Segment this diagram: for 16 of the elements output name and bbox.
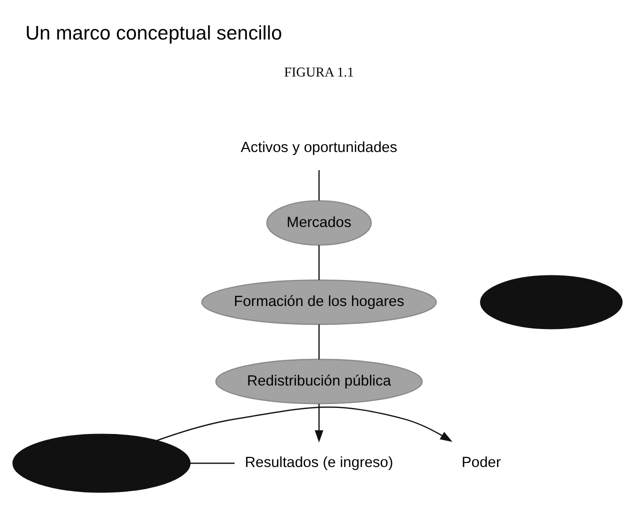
arrow (156, 406, 452, 442)
node-text: Resultados (e ingreso) (244, 454, 394, 471)
node-ellipse: Redistribución pública (215, 358, 423, 404)
node-text: Activos y oportunidades (240, 139, 398, 156)
label: FIGURA 1.1 (284, 64, 354, 79)
connector (318, 324, 320, 359)
connector (318, 244, 320, 280)
connector (318, 170, 320, 200)
connector (190, 462, 235, 464)
node-ellipse (12, 433, 191, 492)
node-text: Poder (462, 454, 501, 471)
node-ellipse: Formación de los hogares (201, 278, 437, 324)
diagram-title: Un marco conceptual sencillo (25, 22, 282, 44)
node-ellipse (480, 274, 623, 329)
node-ellipse: Mercados (266, 200, 372, 246)
arrow (314, 403, 324, 442)
